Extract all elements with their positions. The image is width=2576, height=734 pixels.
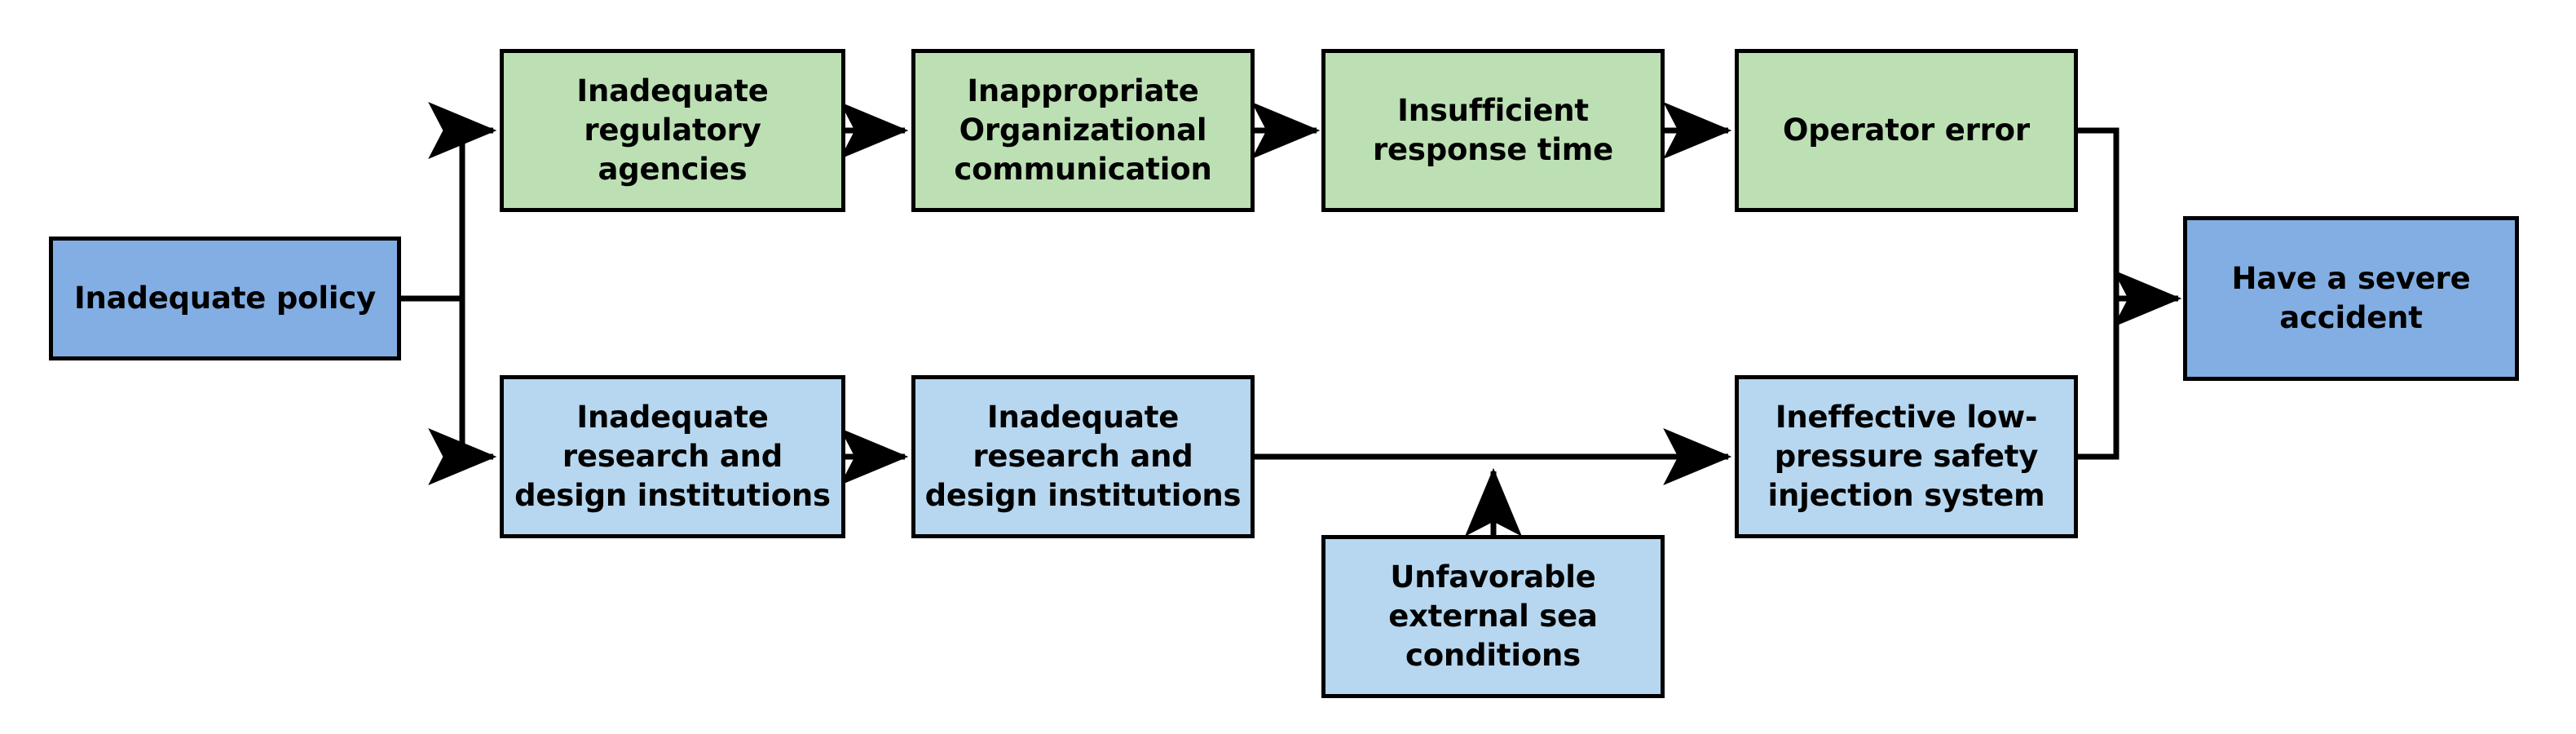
node-label: Inadequate policy	[73, 280, 377, 316]
node-inappropriate-organizational-communication[interactable]: Inappropriate Organizational communicati…	[911, 49, 1255, 212]
node-operator-error[interactable]: Operator error	[1735, 49, 2078, 212]
node-label: Inadequate research and design instituti…	[924, 399, 1242, 514]
node-have-a-severe-accident[interactable]: Have a severe accident	[2183, 216, 2519, 381]
node-label: Have a severe accident	[2231, 260, 2471, 335]
node-label: Inappropriate Organizational communicati…	[954, 73, 1212, 188]
edge-policy-to-regulatory	[428, 102, 497, 298]
edge-lpsi-to-accident	[2078, 298, 2119, 460]
edge-operator-to-accident	[2078, 127, 2119, 298]
node-ineffective-low-pressure-safety-injection-system[interactable]: Ineffective low- pressure safety injecti…	[1735, 375, 2078, 538]
node-unfavorable-external-sea-conditions[interactable]: Unfavorable external sea conditions	[1321, 535, 1665, 698]
node-inadequate-policy[interactable]: Inadequate policy	[49, 237, 401, 360]
node-label: Unfavorable external sea conditions	[1388, 559, 1598, 674]
node-label: Inadequate regulatory agencies	[576, 73, 769, 188]
node-label: Ineffective low- pressure safety injecti…	[1767, 399, 2045, 514]
node-label: Insufficient response time	[1372, 92, 1614, 167]
node-insufficient-response-time[interactable]: Insufficient response time	[1321, 49, 1665, 212]
node-inadequate-regulatory-agencies[interactable]: Inadequate regulatory agencies	[500, 49, 845, 212]
node-inadequate-research-design-1[interactable]: Inadequate research and design instituti…	[500, 375, 845, 538]
node-inadequate-research-design-2[interactable]: Inadequate research and design instituti…	[911, 375, 1255, 538]
edge-policy-to-research1	[428, 298, 497, 485]
node-label: Inadequate research and design instituti…	[514, 399, 831, 514]
node-label: Operator error	[1783, 112, 2030, 148]
